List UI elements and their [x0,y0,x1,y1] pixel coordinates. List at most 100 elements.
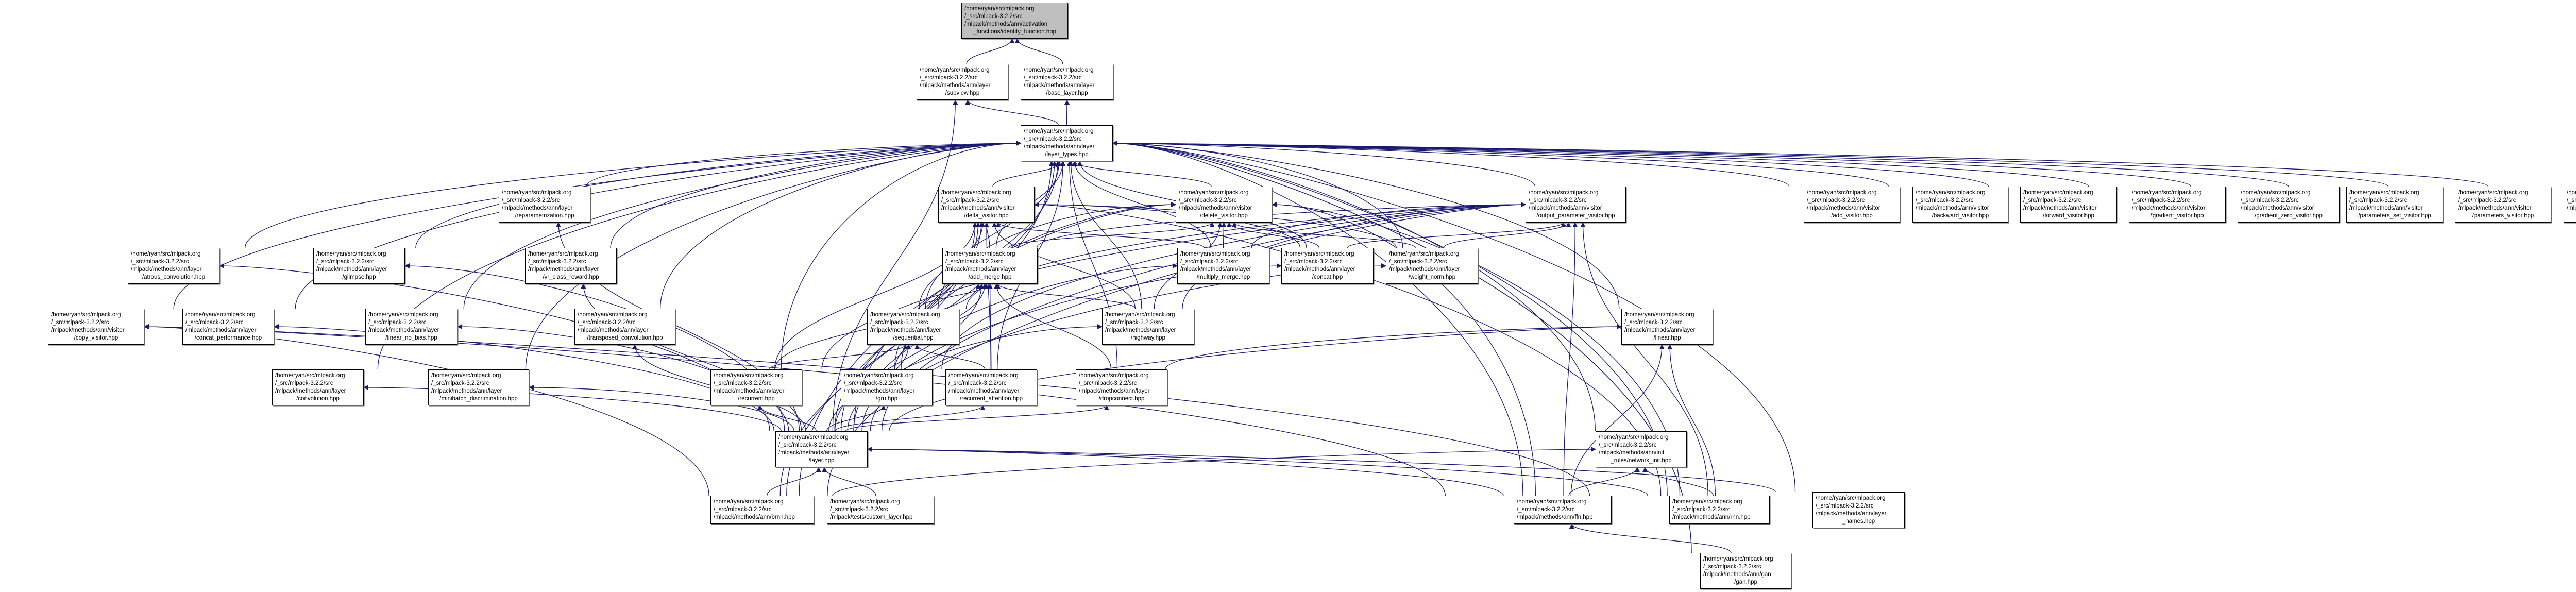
node-gan[interactable]: /home/ryan/src/mlpack.org/_src/mlpack-3.… [1700,553,1791,589]
node-highway[interactable]: /home/ryan/src/mlpack.org/_src/mlpack-3.… [1102,309,1194,345]
node-label-line: /_src/mlpack-3.2.2/src [1807,197,1865,204]
node-label-line: /mlpack/methods/ann/layer [1180,266,1251,273]
node-label-line: /home/ryan/src/mlpack.org [1624,312,1694,318]
node-label-line: /mlpack/methods/ann/visitor [2023,205,2097,211]
node-label-line: /_src/mlpack-3.2.2/src [1816,503,1874,509]
node-label-line: /home/ryan/src/mlpack.org [2567,190,2576,196]
node-parameters-set-visitor[interactable]: /home/ryan/src/mlpack.org/_src/mlpack-3.… [2346,187,2443,223]
node-rnn[interactable]: /home/ryan/src/mlpack.org/_src/mlpack-3.… [1669,496,1770,524]
node-gradient-visitor[interactable]: /home/ryan/src/mlpack.org/_src/mlpack-3.… [2129,187,2226,223]
edge-reparametrization-to-layer-types [586,141,1021,187]
node-network-init[interactable]: /home/ryan/src/mlpack.org/_src/mlpack-3.… [1596,431,1687,467]
node-label-line: /mlpack/methods/ann/layer [578,327,649,333]
node-linear[interactable]: /home/ryan/src/mlpack.org/_src/mlpack-3.… [1621,309,1713,345]
node-sequential[interactable]: /home/ryan/src/mlpack.org/_src/mlpack-3.… [867,309,959,345]
node-delta-visitor[interactable]: /home/ryan/src/mlpack.org/_src/mlpack-3.… [938,187,1035,223]
node-label-line: /home/ryan/src/mlpack.org [1916,190,1986,196]
node-label-line: /reset_cell_visitor.hpp [2567,212,2576,220]
edge-layer-to-recurrent-attention [835,405,986,432]
node-layer[interactable]: /home/ryan/src/mlpack.org/_src/mlpack-3.… [775,431,868,467]
node-label-line: /recurrent.hpp [738,396,775,402]
node-atrous-convolution[interactable]: /home/ryan/src/mlpack.org/_src/mlpack-3.… [128,248,219,284]
edge-ffn-to-output-parameter-visitor [1563,222,1578,496]
node-label-line: /_src/mlpack-3.2.2/src [2132,197,2190,204]
edge-base-layer-to-identity-function [1014,38,1063,64]
node-recurrent[interactable]: /home/ryan/src/mlpack.org/_src/mlpack-3.… [710,369,802,405]
node-label-line: /_src/mlpack-3.2.2/src [830,506,888,513]
node-add-visitor[interactable]: /home/ryan/src/mlpack.org/_src/mlpack-3.… [1804,187,1900,223]
edge-ffn-to-network-init [1568,467,1640,496]
node-label-line: /home/ryan/src/mlpack.org [844,373,914,379]
node-label-line: /home/ryan/src/mlpack.org [1529,190,1599,196]
node-label-line: /mlpack/methods/ann/layer [945,266,1016,273]
node-label-line: /delta_visitor.hpp [964,213,1009,219]
node-label-line: /_src/mlpack-3.2.2/src [1284,259,1343,265]
node-copy-visitor[interactable]: /home/ryan/src/mlpack.org/_src/mlpack-3.… [48,309,144,345]
node-label-line: /sequential.hpp [893,335,934,341]
node-label-line: /home/ryan/src/mlpack.org [2458,190,2528,196]
node-minibatch-discrimination[interactable]: /home/ryan/src/mlpack.org/_src/mlpack-3.… [428,369,529,405]
node-label-line: /_src/mlpack-3.2.2/src [1599,442,1657,448]
node-dropconnect[interactable]: /home/ryan/src/mlpack.org/_src/mlpack-3.… [1076,369,1167,405]
node-backward-visitor[interactable]: /home/ryan/src/mlpack.org/_src/mlpack-3.… [1912,187,2008,223]
node-weight-norm[interactable]: /home/ryan/src/mlpack.org/_src/mlpack-3.… [1386,248,1478,284]
node-subview[interactable]: /home/ryan/src/mlpack.org/_src/mlpack-3.… [917,64,1008,100]
node-label-line: /home/ryan/src/mlpack.org [945,251,1015,257]
node-label-line: /home/ryan/src/mlpack.org [1284,251,1354,257]
node-label-line: /_src/mlpack-3.2.2/src [1179,197,1237,204]
node-linear-no-bias[interactable]: /home/ryan/src/mlpack.org/_src/mlpack-3.… [365,309,457,345]
node-ffn[interactable]: /home/ryan/src/mlpack.org/_src/mlpack-3.… [1514,496,1612,524]
node-recurrent-attention[interactable]: /home/ryan/src/mlpack.org/_src/mlpack-3.… [945,369,1037,405]
node-concat[interactable]: /home/ryan/src/mlpack.org /_src/mlpack-3.… [1281,248,1374,284]
node-label-line: /home/ryan/src/mlpack.org [51,312,121,318]
node-delete-visitor[interactable]: /home/ryan/src/mlpack.org/_src/mlpack-3.… [1176,187,1272,223]
node-reparametrization[interactable]: /home/ryan/src/mlpack.org/_src/mlpack-3.… [499,187,590,223]
node-label-line: /home/ryan/src/mlpack.org [528,251,598,257]
node-multiply-merge[interactable]: /home/ryan/src/mlpack.org/_src/mlpack-3.… [1177,248,1269,284]
node-custom-layer[interactable]: /home/ryan/src/mlpack.org/_src/mlpack-3.… [827,496,934,524]
edge-minibatch-discrimination-to-layer-types [525,141,1021,370]
edge-custom-layer-to-layer [822,467,876,496]
edge-delete-visitor-to-layer-types [1072,161,1212,187]
node-label-line: /_src/mlpack-3.2.2/src [844,380,902,386]
edge-rnn-to-output-parameter-visitor [1580,222,1708,496]
node-glimpse[interactable]: /home/ryan/src/mlpack.org/_src/mlpack-3.… [313,248,405,284]
node-concat-performance[interactable]: /home/ryan/src/mlpack.org/_src/mlpack-3.… [182,309,274,345]
node-label-line: /_src/mlpack-3.2.2/src [778,442,837,448]
node-forward-visitor[interactable]: /home/ryan/src/mlpack.org/_src/mlpack-3.… [2020,187,2117,223]
node-label-line: /home/ryan/src/mlpack.org [948,373,1019,379]
edge-brnn-to-network-init [832,447,1596,496]
node-parameters-visitor[interactable]: /home/ryan/src/mlpack.org/_src/mlpack-3.… [2455,187,2551,223]
node-gradient-zero-visitor[interactable]: /home/ryan/src/mlpack.org/_src/mlpack-3.… [2238,187,2340,223]
node-label-line: /gan.hpp [1734,579,1757,585]
node-label-line: /mlpack/methods/ann/layer [870,327,941,333]
node-label-line: /_src/mlpack-3.2.2/src [2023,197,2081,204]
node-label-line: /mlpack/methods/ann/layer [502,205,573,211]
node-label-line: /add_visitor.hpp [1831,213,1873,219]
node-brnn[interactable]: /home/ryan/src/mlpack.org/_src/mlpack-3.… [710,496,814,524]
node-label-line: /home/ryan/src/mlpack.org [502,190,572,196]
node-label-line: /mlpack/methods/ann/layer [714,388,785,394]
node-output-parameter-visitor[interactable]: /home/ryan/src/mlpack.org/_src/mlpack-3.… [1526,187,1626,223]
node-base-layer[interactable]: /home/ryan/src/mlpack.org/_src/mlpack-3.… [1021,64,1113,100]
node-vr-class-reward[interactable]: /home/ryan/src/mlpack.org/_src/mlpack-3.… [525,248,617,284]
node-add-merge[interactable]: /home/ryan/src/mlpack.org/_src/mlpack-3.… [942,248,1038,284]
edge-gru-to-delta-visitor [894,222,984,370]
edge-recurrent-to-sequential [768,344,908,370]
node-label-line: /mlpack/methods/ann/visitor [1807,205,1880,211]
node-layer-types[interactable]: /home/ryan/src/mlpack.org/_src/mlpack-3.… [1021,125,1113,161]
node-layer-names[interactable]: /home/ryan/src/mlpack.org/_src/mlpack-3.… [1812,492,1905,528]
node-convolution[interactable]: /home/ryan/src/mlpack.org/_src/mlpack-3.… [272,369,364,405]
node-label-line: /home/ryan/src/mlpack.org [920,67,990,73]
node-label-line: /mlpack/methods/ann/visitor [2567,205,2576,211]
node-reset-cell-visitor[interactable]: /home/ryan/src/mlpack.org/_src/mlpack-3.… [2564,187,2576,223]
node-label-line: /_src/mlpack-3.2.2/src [185,319,244,326]
node-label-line: /_src/mlpack-3.2.2/src [1389,259,1447,265]
edge-linear-no-bias-to-layer-types [463,141,1021,309]
edge-glimpse-to-layer-types [415,141,1021,248]
node-transposed-convolution[interactable]: /home/ryan/src/mlpack.org/_src/mlpack-3.… [574,309,675,345]
node-gru[interactable]: /home/ryan/src/mlpack.org/_src/mlpack-3.… [841,369,933,405]
edge-ffn-to-linear [1570,344,1665,496]
edge-rnn-to-delta-visitor [1034,202,1662,496]
node-label-line: _names.hpp [1842,518,1875,525]
